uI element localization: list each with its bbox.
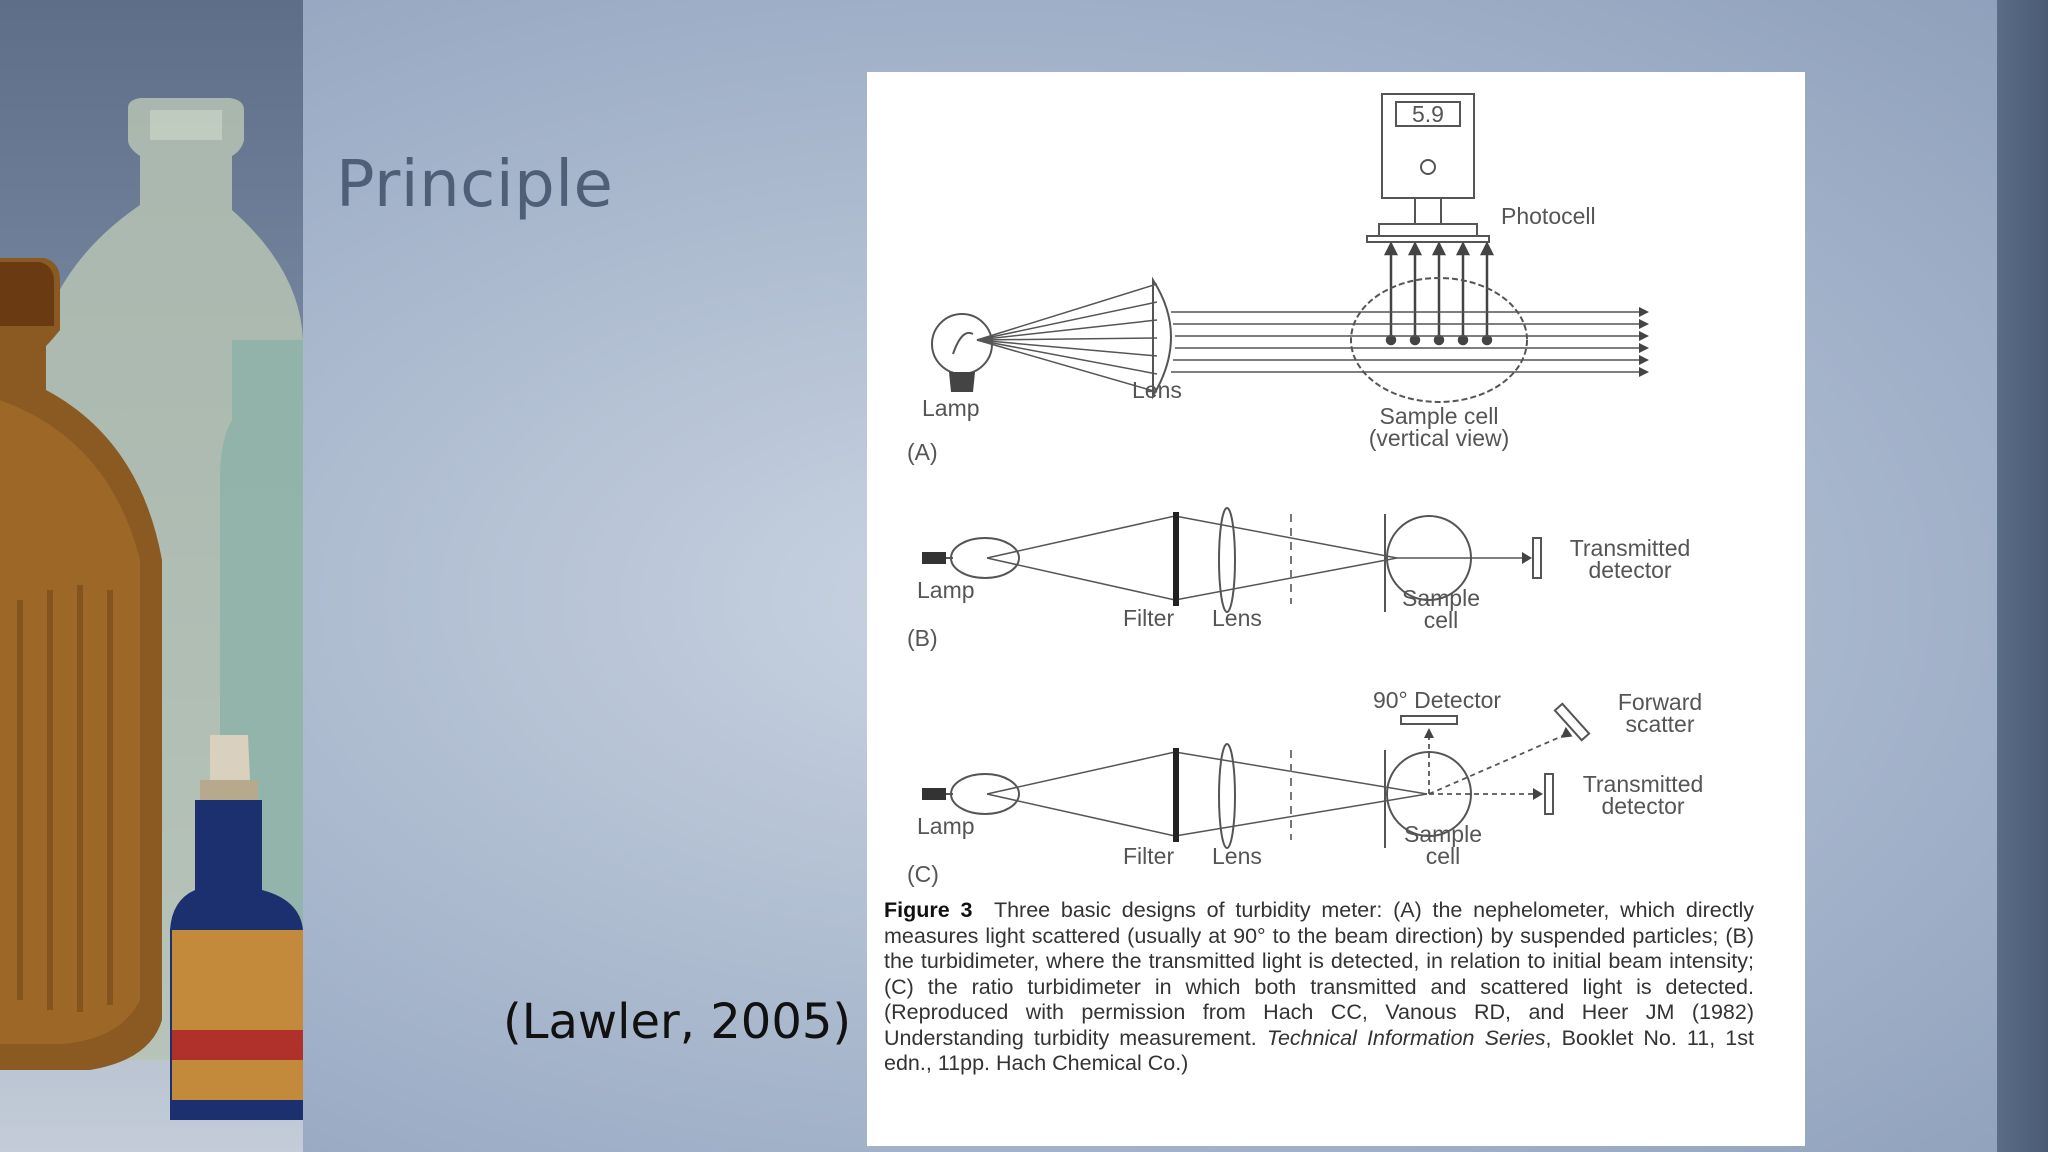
filter-c-label: Filter xyxy=(1123,843,1174,869)
transmitted-c-label: Transmitted xyxy=(1583,771,1704,797)
photocell xyxy=(1378,223,1478,237)
figure-caption-body: Three basic designs of turbidity meter: … xyxy=(884,898,1754,1050)
lens-c xyxy=(1218,743,1236,849)
figure-caption: Figure 3 Three basic designs of turbidit… xyxy=(884,898,1754,1077)
lens-b xyxy=(1218,507,1236,613)
figure-caption-series: Technical Information Series xyxy=(1266,1025,1546,1050)
panel-a-tag: (A) xyxy=(907,439,938,465)
slide-title: Principle xyxy=(336,148,614,222)
sample-cell-c xyxy=(1386,751,1472,837)
detector-90 xyxy=(1400,715,1458,725)
lens-a-label: Lens xyxy=(1132,377,1182,403)
lens-a xyxy=(1152,276,1172,400)
sample-cell-a-label: Sample cell xyxy=(1380,403,1499,429)
filter-b-label: Filter xyxy=(1123,605,1174,631)
sample-c-label: Sample xyxy=(1404,821,1482,847)
figure-caption-label: Figure 3 xyxy=(884,898,973,922)
lamp-c-label: Lamp xyxy=(917,813,975,839)
citation: (Lawler, 2005) xyxy=(503,994,852,1050)
lamp-a xyxy=(931,313,993,375)
figure-caption-tail: , Booklet No. 11, 1st edn., 11pp. Hach C… xyxy=(884,1025,1754,1076)
meter-reading: 5.9 xyxy=(1412,101,1444,127)
transmitted-b-label: Transmitted xyxy=(1570,535,1691,561)
bottles-illustration xyxy=(0,98,303,1120)
lamp-b xyxy=(950,537,1020,579)
lamp-a-label: Lamp xyxy=(922,395,980,421)
sample-cell-a xyxy=(1350,277,1528,403)
transmitted-detector-b xyxy=(1532,537,1542,579)
panel-c-tag: (C) xyxy=(907,861,939,887)
lamp-c xyxy=(950,773,1020,815)
lamp-b-base xyxy=(922,552,946,564)
forward-scatter-label: Forward xyxy=(1618,689,1702,715)
lamp-b-label: Lamp xyxy=(917,577,975,603)
sample-cell-b xyxy=(1386,515,1472,601)
filter-c xyxy=(1173,748,1179,842)
lens-b-label: Lens xyxy=(1212,605,1262,631)
figure-card: 5.9 Photocell Lamp xyxy=(867,72,1805,1146)
bottles-photo xyxy=(0,0,303,1152)
sample-c-sublabel: cell xyxy=(1426,843,1461,869)
forward-scatter-sublabel: scatter xyxy=(1625,711,1694,737)
forward-scatter-detector xyxy=(1553,702,1591,742)
meter-knob xyxy=(1420,159,1436,175)
sample-b-sublabel: cell xyxy=(1424,607,1459,633)
panel-a: 5.9 Photocell Lamp xyxy=(907,93,1649,465)
panel-b: Lamp Filter Lens Transmitted detector Sa… xyxy=(907,507,1691,651)
transmitted-b-sublabel: detector xyxy=(1588,557,1671,583)
panel-c: 90° Detector Forward scatter Lamp xyxy=(907,687,1703,887)
meter-display xyxy=(1395,101,1461,127)
lens-c-label: Lens xyxy=(1212,843,1262,869)
sample-b-label: Sample xyxy=(1402,585,1480,611)
turbidity-meter-diagram: 5.9 Photocell Lamp xyxy=(907,93,1703,887)
sample-cell-a-sublabel: (vertical view) xyxy=(1369,425,1510,451)
transmitted-c-sublabel: detector xyxy=(1601,793,1684,819)
detector-90-label: 90° Detector xyxy=(1373,687,1501,713)
transmitted-detector-c xyxy=(1544,773,1554,815)
filter-b xyxy=(1173,512,1179,606)
photocell-label: Photocell xyxy=(1501,203,1596,229)
panel-b-tag: (B) xyxy=(907,625,938,651)
right-edge-band xyxy=(1997,0,2048,1152)
lamp-c-base xyxy=(922,788,946,800)
